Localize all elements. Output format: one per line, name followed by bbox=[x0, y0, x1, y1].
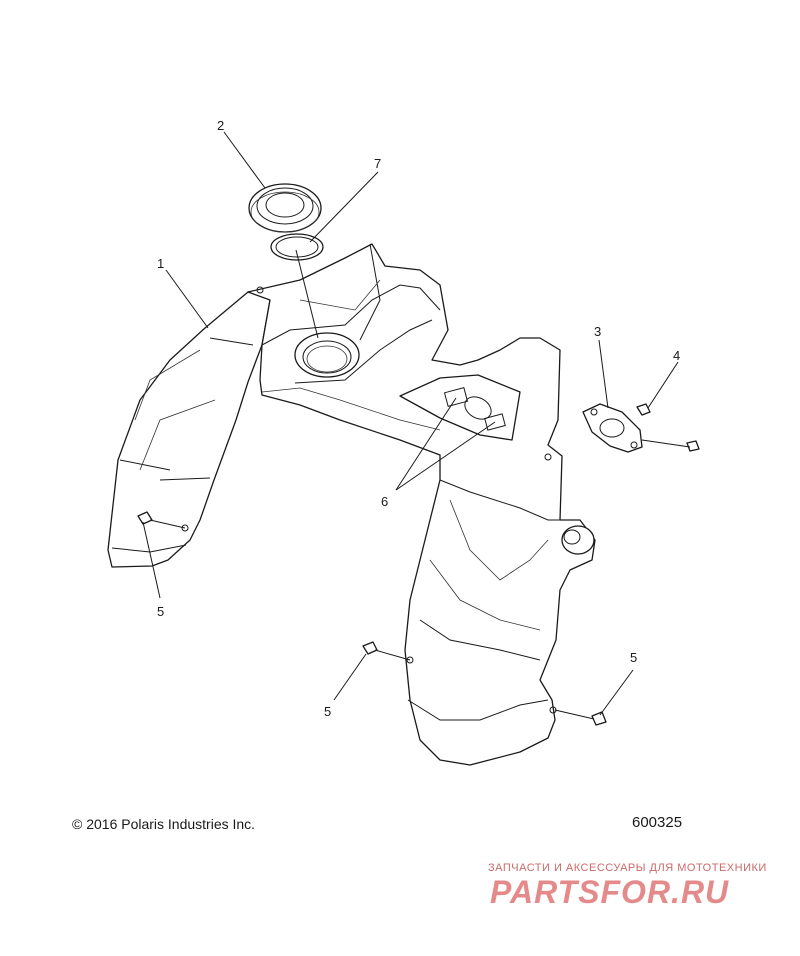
watermark-logo: PARTSFOR.RU bbox=[490, 874, 730, 910]
callout-2: 2 bbox=[217, 118, 224, 133]
figure-number: 600325 bbox=[632, 814, 683, 831]
callout-5-bottom: 5 bbox=[324, 704, 331, 719]
leader-lines bbox=[142, 131, 691, 720]
body-panel-part-1 bbox=[107, 243, 596, 766]
o-ring-part-7 bbox=[270, 233, 324, 261]
watermark-tagline: ЗАПЧАСТИ И АКСЕССУАРЫ ДЛЯ МОТОТЕХНИКИ bbox=[488, 862, 767, 874]
callout-5-left: 5 bbox=[157, 604, 164, 619]
fuel-cap-part-2 bbox=[248, 183, 322, 233]
callout-6: 6 bbox=[381, 494, 388, 509]
callout-7: 7 bbox=[374, 156, 381, 171]
copyright-notice: © 2016 Polaris Industries Inc. bbox=[72, 816, 256, 832]
bracket-part-3 bbox=[582, 403, 643, 453]
fastener-part-5 bbox=[137, 511, 607, 726]
screw-part-4 bbox=[636, 403, 700, 452]
callout-3: 3 bbox=[594, 324, 601, 339]
callout-1: 1 bbox=[157, 256, 164, 271]
callout-5-right: 5 bbox=[630, 650, 637, 665]
callout-4: 4 bbox=[673, 348, 680, 363]
